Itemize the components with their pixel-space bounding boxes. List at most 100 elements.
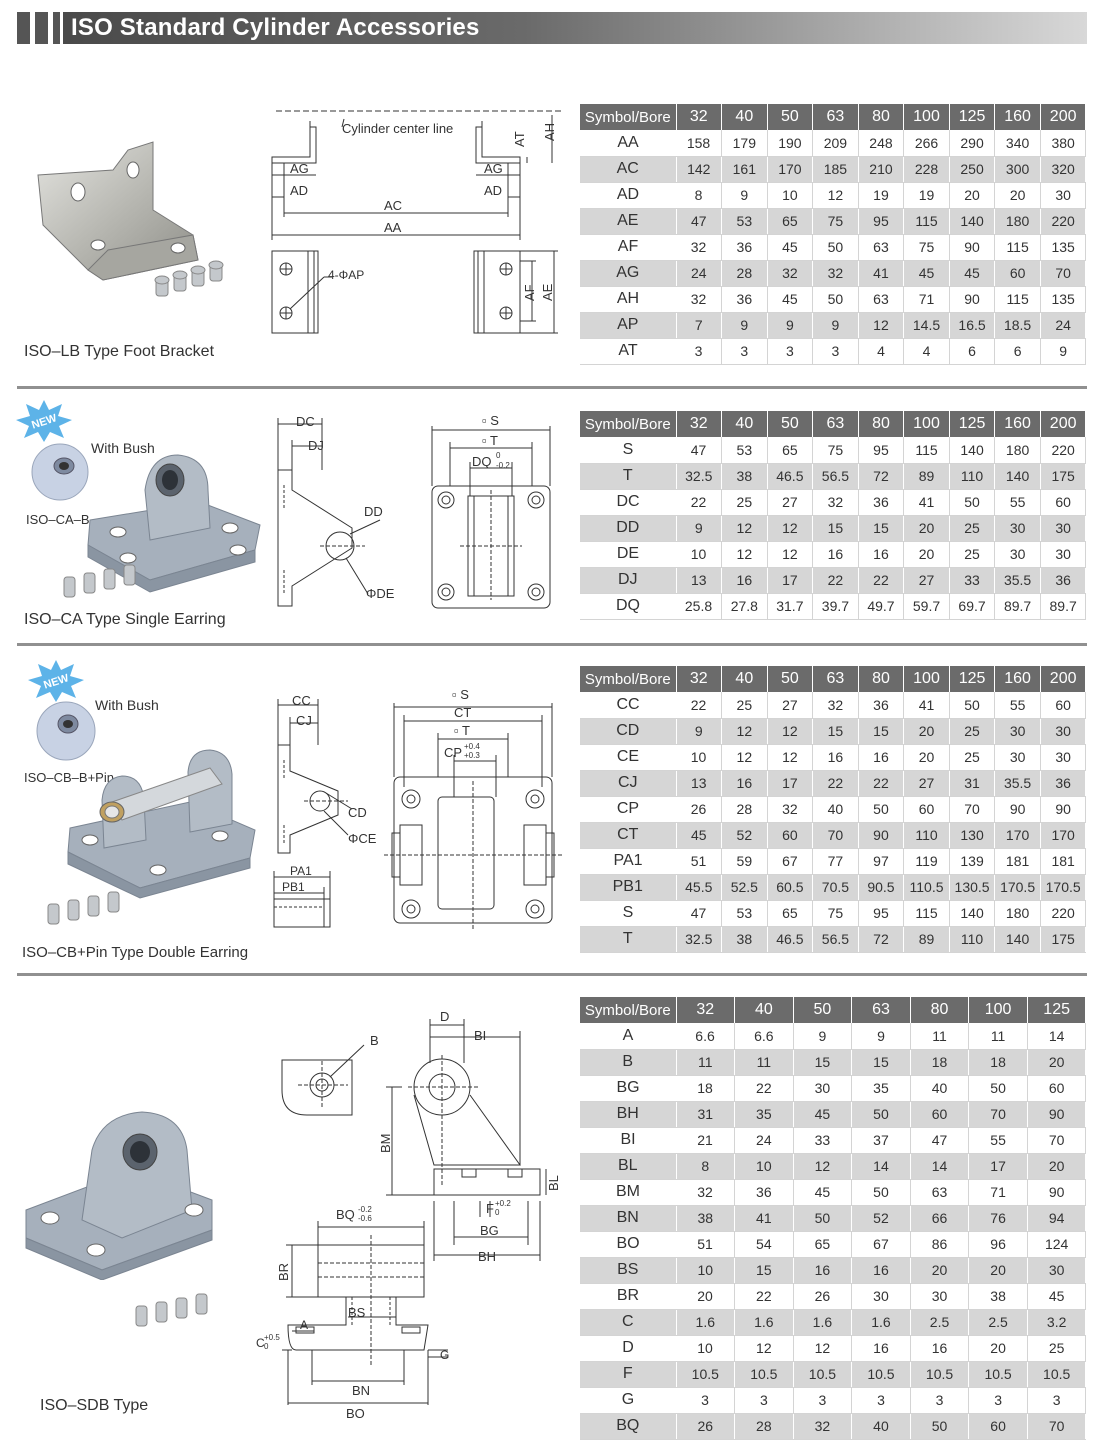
- table-cell: 72: [858, 463, 905, 490]
- table-cell: 300: [994, 156, 1041, 183]
- table-cell: 12: [721, 718, 768, 745]
- table-cell: 6: [994, 338, 1041, 365]
- table-cell: 45: [793, 1101, 853, 1128]
- table-cell: 175: [1040, 463, 1087, 490]
- table-cell: 55: [994, 489, 1041, 516]
- table-cell: 130: [949, 822, 996, 849]
- row-symbol: AD: [580, 182, 676, 209]
- table-cell: 180: [994, 437, 1041, 464]
- sdb-label-bl: BL: [546, 1175, 561, 1191]
- table-cell: 181: [1040, 848, 1087, 875]
- table-cell: 60: [903, 796, 950, 823]
- table-cell: 140: [994, 463, 1041, 490]
- table-cell: 19: [858, 182, 905, 209]
- table-cell: 45: [767, 234, 814, 261]
- table-cell: 18: [676, 1075, 736, 1102]
- table-cell: 250: [949, 156, 996, 183]
- row-symbol: BS: [580, 1257, 677, 1284]
- table-cell: 20: [968, 1257, 1028, 1284]
- table-cell: 35.5: [994, 770, 1041, 797]
- table-cell: 9: [721, 182, 768, 209]
- sdb-label-g: G: [440, 1348, 449, 1362]
- ca-label-de: ΦDE: [366, 586, 395, 601]
- table-cell: 1.6: [734, 1309, 794, 1336]
- row-symbol: AE: [580, 208, 677, 235]
- sdb-label-f-tol-up: +0.2: [495, 1199, 511, 1208]
- sdb-label-bm: BM: [378, 1134, 393, 1154]
- column-header-bore: 100: [903, 411, 950, 437]
- table-cell: 22: [858, 567, 905, 594]
- row-symbol: CC: [580, 692, 676, 719]
- sdb-label-bq: BQ: [336, 1207, 355, 1222]
- table-cell: 56.5: [812, 463, 859, 490]
- table-cell: 170: [994, 822, 1041, 849]
- row-symbol: CP: [580, 796, 676, 823]
- table-cell: 32: [676, 1179, 736, 1206]
- table-cell: 140: [949, 208, 996, 235]
- table-cell: 3: [676, 338, 723, 365]
- table-cell: 25: [949, 515, 996, 542]
- column-header-bore: 32: [676, 997, 736, 1023]
- ca-part-label: ISO–CA–B: [26, 512, 90, 527]
- table-cell: 16: [793, 1257, 853, 1284]
- table-cell: 20: [949, 182, 996, 209]
- table-cell: 86: [910, 1231, 970, 1258]
- table-cell: 51: [676, 848, 723, 875]
- column-header-bore: 80: [910, 997, 970, 1023]
- cb-label-ce: ΦCE: [348, 831, 377, 846]
- table-cell: 8: [676, 182, 723, 209]
- cb-label-pb1: PB1: [282, 880, 305, 894]
- table-cell: 20: [903, 515, 950, 542]
- table-cell: 20: [968, 1335, 1028, 1362]
- row-symbol: D: [580, 1335, 676, 1362]
- row-symbol: DE: [580, 541, 676, 568]
- table-cell: 35.5: [994, 567, 1041, 594]
- table-cell: 45: [903, 260, 950, 287]
- page-title: ISO Standard Cylinder Accessories: [71, 14, 480, 41]
- table-cell: 27: [903, 567, 950, 594]
- table-cell: 50: [949, 489, 996, 516]
- row-symbol: BQ: [580, 1413, 677, 1440]
- table-cell: 15: [858, 515, 905, 542]
- row-symbol: A: [580, 1023, 676, 1050]
- lb-label-ag-right: AG: [484, 161, 503, 176]
- table-cell: 60: [968, 1413, 1028, 1440]
- table-cell: 30: [994, 744, 1041, 771]
- ca-label-s: ▫ S: [482, 413, 499, 428]
- table-cell: 30: [793, 1075, 853, 1102]
- table-cell: 50: [851, 1179, 911, 1206]
- ca-dimension-drawing: DC DJ DD ΦDE ▫ S ▫ T DQ 0 -0.2: [277, 413, 551, 609]
- table-cell: 110: [903, 822, 950, 849]
- table-cell: 50: [949, 692, 996, 719]
- table-cell: 16: [858, 541, 905, 568]
- table-cell: 33: [793, 1127, 853, 1154]
- table-cell: 47: [910, 1127, 970, 1154]
- table-cell: 115: [994, 286, 1041, 313]
- table-cell: 130.5: [949, 874, 996, 901]
- table-cell: 9: [793, 1023, 853, 1050]
- table-cell: 14.5: [903, 312, 950, 339]
- ca-label-dq-tol-up: 0: [496, 451, 501, 460]
- table-cell: 37: [851, 1127, 911, 1154]
- table-cell: 60: [1027, 1075, 1087, 1102]
- table-cell: 17: [968, 1153, 1028, 1180]
- table-cell: 32: [676, 286, 723, 313]
- table-cell: 20: [903, 541, 950, 568]
- sdb-bracket-image: [25, 1111, 213, 1280]
- table-cell: 54: [734, 1231, 794, 1258]
- row-symbol: S: [580, 437, 676, 464]
- table-cell: 8: [676, 1153, 736, 1180]
- cb-label-t: ▫ T: [454, 723, 470, 738]
